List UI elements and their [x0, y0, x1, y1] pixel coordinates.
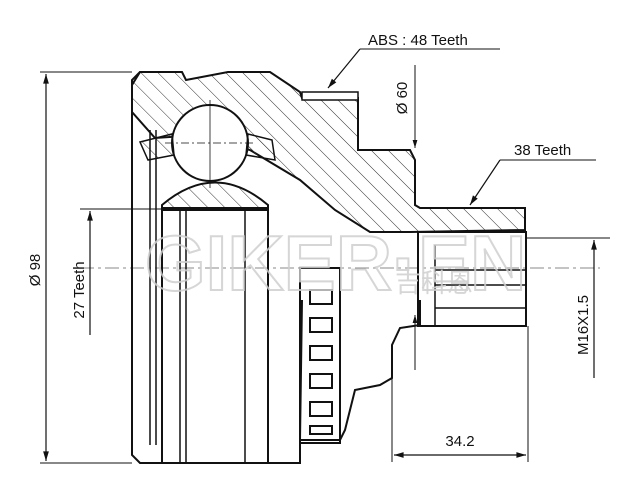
dim-thread-label: M16X1.5: [575, 295, 592, 355]
watermark-latin: GIKER·EN: [145, 219, 526, 307]
cage-right: [245, 133, 276, 161]
abs-ring-slot: [301, 91, 359, 101]
housing-outer-lower: [300, 300, 421, 441]
dim-seal-diameter-label: Ø 60: [394, 82, 411, 115]
abs-tone-ring: [299, 267, 341, 444]
abs-leader: [327, 48, 361, 89]
dim-outer-diameter-label: Ø 98: [27, 254, 44, 287]
outer-spline-leader: [469, 159, 501, 206]
dim-inner-spline-label: 27 Teeth: [71, 261, 88, 318]
abs-label: ABS : 48 Teeth: [368, 32, 468, 49]
dim-shaft-length-label: 34.2: [445, 433, 474, 450]
inner-hub: [161, 207, 269, 464]
inner-race: [161, 181, 269, 211]
watermark-chinese: 吉科恩: [395, 269, 473, 299]
shaft-stub: [417, 231, 527, 327]
cage-left: [138, 133, 175, 161]
outer-spline-label: 38 Teeth: [514, 142, 571, 159]
